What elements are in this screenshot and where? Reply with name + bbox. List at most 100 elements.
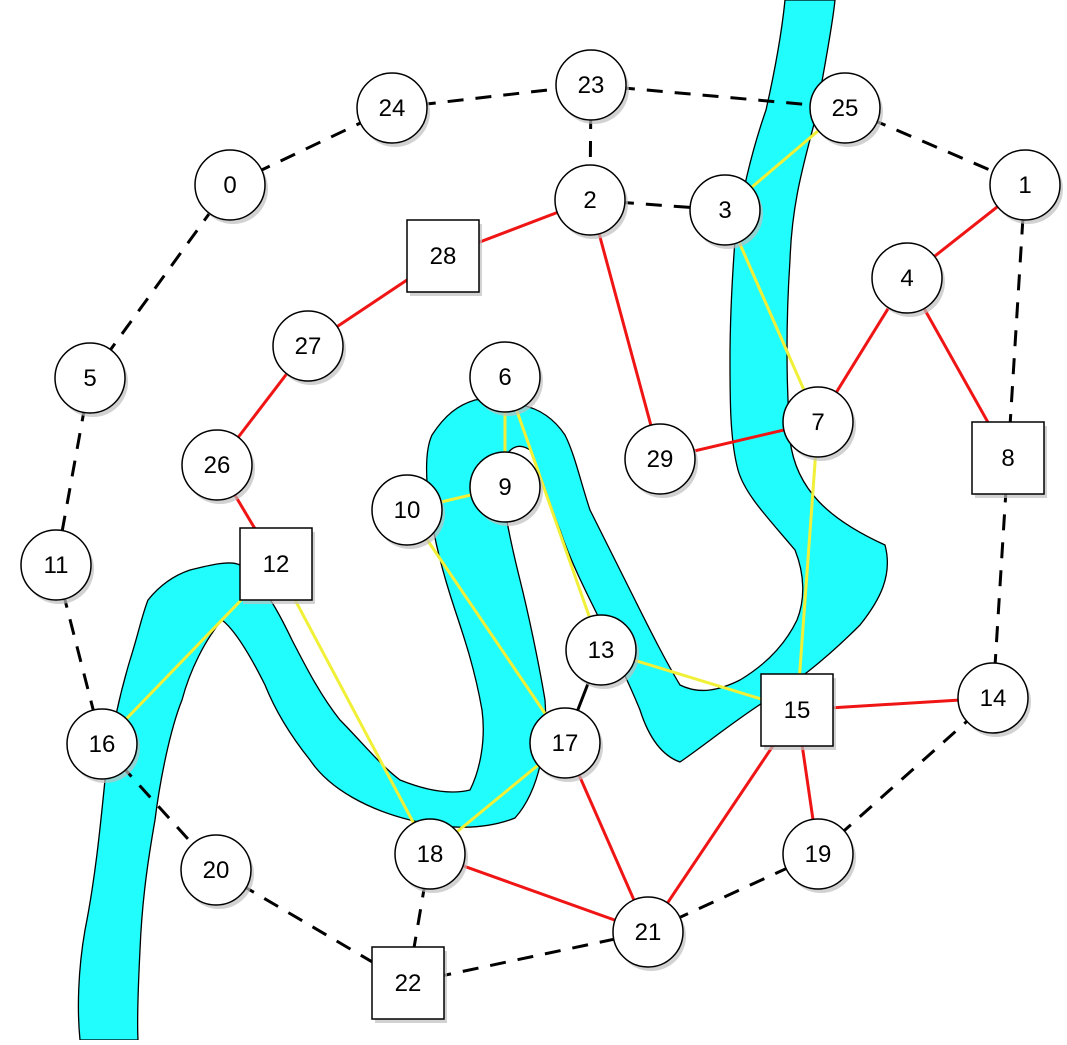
node-circle[interactable] (529, 707, 601, 779)
node-label: 28 (430, 243, 457, 270)
node-label: 18 (417, 841, 444, 868)
node-label: 9 (498, 474, 511, 501)
node-circle[interactable] (871, 242, 943, 314)
node-label: 8 (1001, 445, 1014, 472)
node-circle[interactable] (989, 149, 1061, 221)
edge-13-6 (503, 376, 603, 651)
node-circle[interactable] (782, 818, 854, 890)
node-square[interactable] (239, 527, 313, 601)
node-label: 17 (552, 730, 579, 757)
node-21[interactable]: 21 (612, 896, 686, 971)
node-26[interactable]: 26 (181, 429, 255, 504)
node-label: 29 (647, 446, 674, 473)
node-17[interactable]: 17 (529, 707, 603, 782)
node-label: 3 (718, 197, 731, 224)
node-label: 20 (203, 857, 230, 884)
node-circle[interactable] (565, 614, 637, 686)
node-circle[interactable] (181, 429, 253, 501)
node-7[interactable]: 7 (782, 386, 856, 461)
node-0[interactable]: 0 (194, 149, 268, 224)
node-27[interactable]: 27 (272, 310, 346, 385)
node-label: 24 (379, 95, 406, 122)
node-29[interactable]: 29 (624, 423, 698, 498)
node-circle[interactable] (371, 474, 443, 546)
node-square[interactable] (971, 421, 1045, 495)
node-14[interactable]: 14 (957, 662, 1031, 737)
node-circle[interactable] (272, 310, 344, 382)
node-circle[interactable] (194, 149, 266, 221)
node-label: 25 (832, 95, 859, 122)
node-20[interactable]: 20 (180, 834, 254, 909)
node-circle[interactable] (554, 164, 626, 236)
node-19[interactable]: 19 (782, 818, 856, 893)
edge-22-21 (407, 930, 649, 985)
node-label: 15 (784, 697, 811, 724)
edge-8-1 (1006, 184, 1027, 459)
edge-10-17 (405, 509, 567, 744)
node-12[interactable]: 12 (239, 527, 315, 604)
node-15[interactable]: 15 (760, 673, 836, 750)
node-3[interactable]: 3 (689, 174, 763, 249)
edge-18-12 (274, 563, 432, 855)
node-label: 16 (89, 731, 116, 758)
node-label: 27 (295, 333, 322, 360)
node-circle[interactable] (469, 451, 541, 523)
node-circle[interactable] (555, 49, 627, 121)
node-23[interactable]: 23 (555, 49, 629, 124)
river-channel (77, 0, 889, 1041)
node-label: 0 (223, 172, 236, 199)
node-circle[interactable] (20, 529, 92, 601)
node-13[interactable]: 13 (565, 614, 639, 689)
node-label: 4 (900, 265, 913, 292)
node-circle[interactable] (394, 818, 466, 890)
node-25[interactable]: 25 (809, 72, 883, 147)
node-circle[interactable] (612, 896, 684, 968)
node-circle[interactable] (809, 72, 881, 144)
node-9[interactable]: 9 (469, 451, 543, 526)
node-22[interactable]: 22 (371, 946, 447, 1023)
node-label: 19 (805, 841, 832, 868)
node-label: 1 (1018, 172, 1031, 199)
node-28[interactable]: 28 (406, 219, 482, 296)
node-circle[interactable] (54, 342, 126, 414)
edge-19-14 (817, 696, 994, 856)
node-square[interactable] (760, 673, 834, 747)
node-11[interactable]: 11 (20, 529, 94, 604)
node-1[interactable]: 1 (989, 149, 1063, 224)
node-label: 23 (578, 72, 605, 99)
node-circle[interactable] (356, 72, 428, 144)
node-8[interactable]: 8 (971, 421, 1047, 498)
river (77, 0, 889, 1041)
node-label: 5 (83, 365, 96, 392)
node-circle[interactable] (624, 423, 696, 495)
node-square[interactable] (406, 219, 480, 293)
node-16[interactable]: 16 (66, 708, 140, 783)
node-label: 12 (263, 551, 290, 578)
node-label: 6 (498, 364, 511, 391)
node-5[interactable]: 5 (54, 342, 128, 417)
edge-23-25 (590, 83, 846, 110)
node-label: 7 (811, 409, 824, 436)
edge-7-15 (795, 421, 820, 711)
node-square[interactable] (371, 946, 445, 1020)
node-18[interactable]: 18 (394, 818, 468, 893)
node-circle[interactable] (66, 708, 138, 780)
node-label: 2 (583, 187, 596, 214)
node-circle[interactable] (957, 662, 1029, 734)
node-2[interactable]: 2 (554, 164, 628, 239)
node-circle[interactable] (180, 834, 252, 906)
node-4[interactable]: 4 (871, 242, 945, 317)
node-24[interactable]: 24 (356, 72, 430, 147)
node-label: 14 (980, 685, 1007, 712)
node-label: 11 (44, 552, 69, 579)
node-6[interactable]: 6 (469, 341, 543, 416)
node-10[interactable]: 10 (371, 474, 445, 549)
node-circle[interactable] (782, 386, 854, 458)
node-circle[interactable] (689, 174, 761, 246)
node-label: 26 (204, 452, 231, 479)
edge-2-29 (588, 199, 662, 460)
node-circle[interactable] (469, 341, 541, 413)
